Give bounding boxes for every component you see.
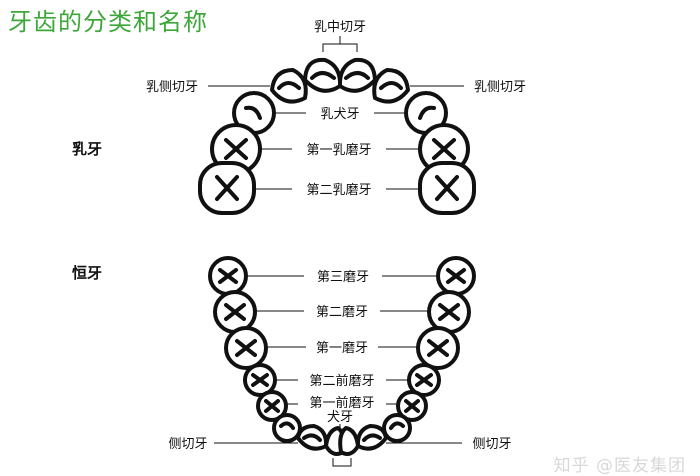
permanent-lateral-incisor-label-left: 侧切牙 (168, 437, 207, 452)
permanent-canine-right (382, 413, 412, 443)
permanent-first-molar-label: 第一磨牙 (316, 341, 368, 356)
permanent-canine-label: 犬牙 (327, 410, 353, 425)
permanent-lateral-incisor-right (355, 424, 388, 451)
primary-lateral-incisor-right (372, 68, 410, 104)
permanent-third-molar-right (436, 256, 476, 296)
primary-second-molar-right (418, 161, 476, 215)
permanent-teeth-section-label: 恒牙 (72, 264, 103, 282)
permanent-lateral-incisor-label-right: 侧切牙 (472, 437, 511, 452)
permanent-central-incisor-right (338, 426, 360, 456)
primary-central-incisor-label: 乳中切牙 (314, 20, 366, 35)
permanent-first-molar-right (416, 326, 460, 370)
primary-central-incisor-left (303, 57, 343, 93)
primary-central-incisor-right (337, 57, 377, 93)
primary-canine-label: 乳犬牙 (320, 107, 359, 122)
permanent-second-premolar-right (407, 363, 441, 397)
permanent-second-molar-right (427, 290, 471, 334)
permanent-first-premolar-label: 第一前磨牙 (309, 395, 374, 411)
permanent-second-premolar-label: 第二前磨牙 (309, 373, 374, 389)
permanent-second-molar-label: 第二磨牙 (316, 305, 368, 320)
watermark: 知乎 @医友集团 (553, 456, 686, 476)
permanent-first-molar-left (224, 326, 268, 370)
primary-second-molar-left (198, 161, 256, 215)
primary-second-molar-label: 第二乳磨牙 (306, 183, 371, 198)
primary-lateral-incisor-left (270, 68, 308, 104)
permanent-first-premolar-right (396, 390, 428, 422)
primary-first-molar-label: 第一乳磨牙 (306, 143, 371, 158)
permanent-second-molar-left (213, 290, 257, 334)
primary-teeth-section-label: 乳牙 (72, 140, 103, 158)
primary-lateral-incisor-label-left: 乳侧切牙 (146, 80, 198, 95)
permanent-first-premolar-left (256, 390, 288, 422)
permanent-canine-left (272, 413, 302, 443)
primary-lateral-incisor-label-right: 乳侧切牙 (474, 80, 526, 95)
permanent-lateral-incisor-left (296, 424, 329, 451)
permanent-third-molar-left (208, 256, 248, 296)
permanent-third-molar-label: 第三磨牙 (317, 270, 369, 285)
page-title: 牙齿的分类和名称 (8, 8, 208, 36)
